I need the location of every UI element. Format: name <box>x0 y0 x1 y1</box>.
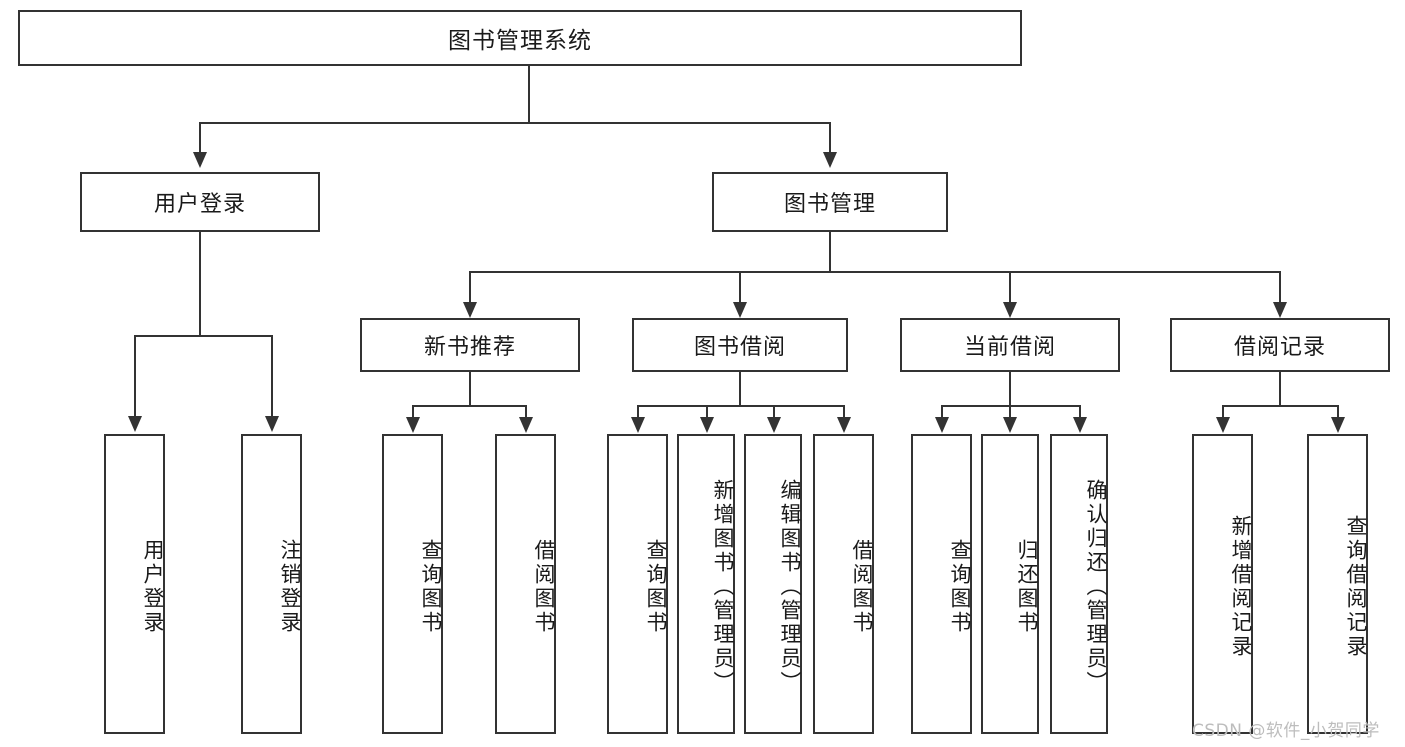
arrowhead-icon <box>823 152 837 168</box>
edge-to-current-borrow <box>1009 271 1011 304</box>
node-label: 新增借阅记录 <box>1229 515 1253 659</box>
node-label: 图书管理系统 <box>448 28 592 54</box>
arrowhead-icon <box>1073 417 1087 433</box>
edge-cb-child-1 <box>941 405 943 419</box>
arrowhead-icon <box>1331 417 1345 433</box>
leaf-current-borrow-query-book[interactable]: 查询图书 <box>911 434 972 734</box>
edge-bb-child-3 <box>773 405 775 419</box>
node-current-borrow[interactable]: 当前借阅 <box>900 318 1120 372</box>
edge-new-book-recommend-stem <box>469 372 471 405</box>
edge-nbr-child-2 <box>525 405 527 419</box>
edge-to-new-book-recommend <box>469 271 471 304</box>
node-label: 用户登录 <box>141 539 165 635</box>
arrowhead-icon <box>767 417 781 433</box>
leaf-book-borrow-borrow-book[interactable]: 借阅图书 <box>813 434 874 734</box>
arrowhead-icon <box>631 417 645 433</box>
edge-current-borrow-stem <box>1009 372 1011 405</box>
edge-to-book-borrow <box>739 271 741 304</box>
arrowhead-icon <box>733 302 747 318</box>
edge-bb-child-4 <box>843 405 845 419</box>
arrowhead-icon <box>1003 417 1017 433</box>
edge-br-child-1 <box>1222 405 1224 419</box>
edge-user-login-bar <box>134 335 271 337</box>
edge-cb-child-2 <box>1009 405 1011 419</box>
leaf-new-book-query-book[interactable]: 查询图书 <box>382 434 443 734</box>
edge-cb-child-3 <box>1079 405 1081 419</box>
node-label: 确认归还（管理员） <box>1084 479 1108 695</box>
node-borrow-record[interactable]: 借阅记录 <box>1170 318 1390 372</box>
node-label: 查询图书 <box>644 539 668 635</box>
node-label: 借阅图书 <box>850 539 874 635</box>
edge-new-book-recommend-bar <box>412 405 527 407</box>
node-label: 图书借阅 <box>693 335 786 360</box>
node-book-management[interactable]: 图书管理 <box>712 172 948 232</box>
edge-bb-child-1 <box>637 405 639 419</box>
edge-user-login-child-2 <box>271 335 273 418</box>
node-label: 图书管理 <box>783 192 876 217</box>
edge-bb-child-2 <box>706 405 708 419</box>
node-label: 查询借阅记录 <box>1344 515 1368 659</box>
leaf-book-borrow-edit-book[interactable]: 编辑图书（管理员） <box>744 434 802 734</box>
arrowhead-icon <box>193 152 207 168</box>
leaf-new-book-borrow-book[interactable]: 借阅图书 <box>495 434 556 734</box>
node-label: 编辑图书（管理员） <box>778 479 802 695</box>
arrowhead-icon <box>265 416 279 432</box>
node-label: 归还图书 <box>1015 539 1039 635</box>
arrowhead-icon <box>128 416 142 432</box>
edge-borrow-record-stem <box>1279 372 1281 405</box>
node-label: 当前借阅 <box>963 335 1056 360</box>
arrowhead-icon <box>935 417 949 433</box>
leaf-current-borrow-return-book[interactable]: 归还图书 <box>981 434 1039 734</box>
node-label: 新书推荐 <box>423 335 516 360</box>
leaf-user-login-logout[interactable]: 注销登录 <box>241 434 302 734</box>
node-label: 查询图书 <box>948 539 972 635</box>
leaf-user-login-login[interactable]: 用户登录 <box>104 434 165 734</box>
edge-to-book-management <box>829 122 831 154</box>
node-label: 用户登录 <box>153 192 246 217</box>
edge-to-user-login <box>199 122 201 154</box>
edge-root-bar <box>199 122 831 124</box>
node-label: 查询图书 <box>419 539 443 635</box>
edge-to-borrow-record <box>1279 271 1281 304</box>
node-root-book-management-system[interactable]: 图书管理系统 <box>18 10 1022 66</box>
leaf-book-borrow-query-book[interactable]: 查询图书 <box>607 434 668 734</box>
arrowhead-icon <box>1003 302 1017 318</box>
arrowhead-icon <box>463 302 477 318</box>
edge-book-borrow-bar <box>637 405 845 407</box>
node-label: 新增图书（管理员） <box>711 479 735 695</box>
arrowhead-icon <box>700 417 714 433</box>
arrowhead-icon <box>837 417 851 433</box>
edge-br-child-2 <box>1337 405 1339 419</box>
arrowhead-icon <box>406 417 420 433</box>
edge-user-login-stem <box>199 232 201 335</box>
node-label: 注销登录 <box>278 539 302 635</box>
edge-book-management-bar <box>469 271 1281 273</box>
arrowhead-icon <box>1273 302 1287 318</box>
arrowhead-icon <box>519 417 533 433</box>
node-label: 借阅记录 <box>1233 335 1326 360</box>
edge-nbr-child-1 <box>412 405 414 419</box>
leaf-current-borrow-confirm-return[interactable]: 确认归还（管理员） <box>1050 434 1108 734</box>
node-new-book-recommend[interactable]: 新书推荐 <box>360 318 580 372</box>
edge-root-stem <box>528 66 530 122</box>
csdn-watermark: CSDN @软件_小贺同学 <box>1192 721 1380 741</box>
leaf-borrow-record-query-record[interactable]: 查询借阅记录 <box>1307 434 1368 734</box>
edge-borrow-record-bar <box>1222 405 1337 407</box>
leaf-book-borrow-add-book[interactable]: 新增图书（管理员） <box>677 434 735 734</box>
arrowhead-icon <box>1216 417 1230 433</box>
node-user-login[interactable]: 用户登录 <box>80 172 320 232</box>
edge-book-borrow-stem <box>739 372 741 405</box>
edge-current-borrow-bar <box>941 405 1081 407</box>
node-book-borrow[interactable]: 图书借阅 <box>632 318 848 372</box>
leaf-borrow-record-add-record[interactable]: 新增借阅记录 <box>1192 434 1253 734</box>
edge-user-login-child-1 <box>134 335 136 418</box>
edge-book-management-stem <box>829 232 831 271</box>
node-label: 借阅图书 <box>532 539 556 635</box>
